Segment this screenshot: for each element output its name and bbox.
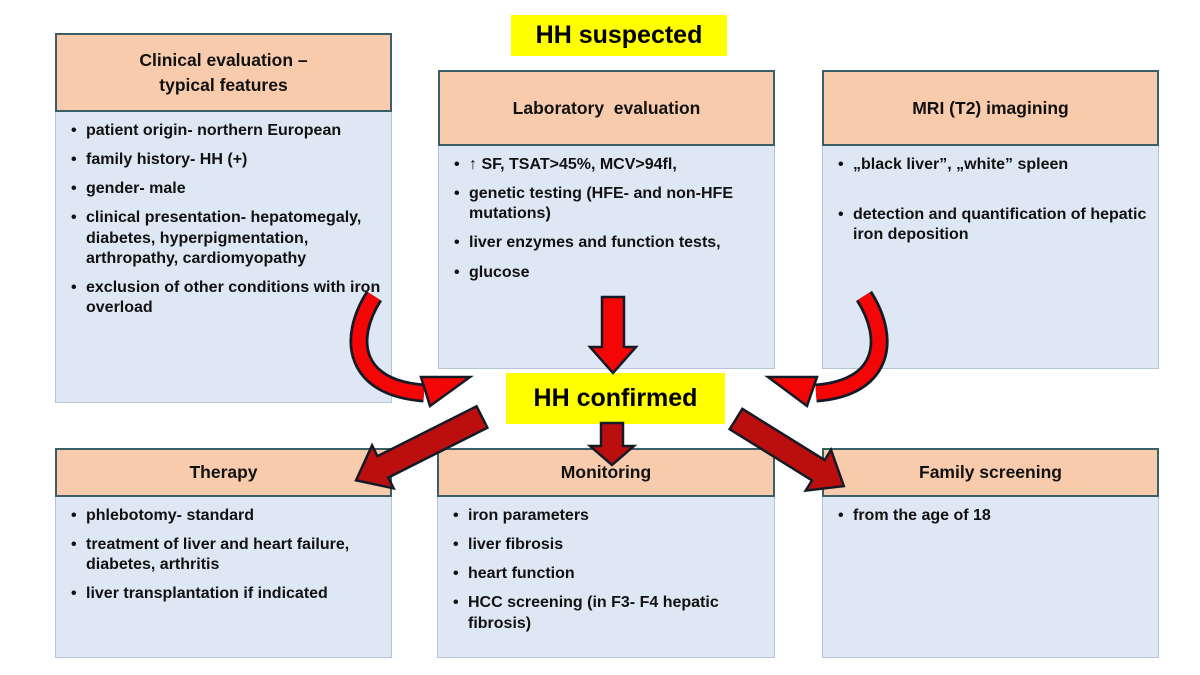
family-screening-header: Family screening bbox=[822, 448, 1159, 497]
list-item: family history- HH (+) bbox=[70, 150, 381, 170]
list-item: gender- male bbox=[70, 179, 381, 199]
list-item: exclusion of other conditions with iron … bbox=[70, 278, 381, 318]
clinical-evaluation-header: Clinical evaluation – typical features bbox=[55, 33, 392, 112]
list-item: detection and quantification of hepatic … bbox=[837, 205, 1148, 245]
clinical-evaluation-list: patient origin- northern European family… bbox=[56, 112, 391, 318]
family-screening-list: from the age of 18 bbox=[823, 497, 1158, 526]
list-item: ↑ SF, TSAT>45%, MCV>94fl, bbox=[453, 155, 764, 175]
list-item: from the age of 18 bbox=[837, 506, 1148, 526]
clinical-evaluation-title-line2: typical features bbox=[159, 74, 288, 95]
list-item: liver enzymes and function tests, bbox=[453, 233, 764, 253]
list-item: HCC screening (in F3- F4 hepatic fibrosi… bbox=[452, 593, 764, 633]
laboratory-evaluation-body: ↑ SF, TSAT>45%, MCV>94fl, genetic testin… bbox=[438, 146, 775, 369]
monitoring-list: iron parameters liver fibrosis heart fun… bbox=[438, 497, 774, 634]
list-item: heart function bbox=[452, 564, 764, 584]
mri-imaging-body: „black liver”, „white” spleen detection … bbox=[822, 146, 1159, 369]
list-item: liver fibrosis bbox=[452, 535, 764, 555]
monitoring-header: Monitoring bbox=[437, 448, 775, 497]
mri-imaging-header: MRI (T2) imagining bbox=[822, 70, 1159, 146]
list-item: „black liver”, „white” spleen bbox=[837, 155, 1148, 175]
mri-imaging-list: „black liver”, „white” spleen detection … bbox=[823, 146, 1158, 245]
family-screening-body: from the age of 18 bbox=[822, 497, 1159, 658]
list-item: genetic testing (HFE- and non-HFE mutati… bbox=[453, 184, 764, 224]
monitoring-title: Monitoring bbox=[560, 462, 652, 483]
therapy-list: phlebotomy- standard treatment of liver … bbox=[56, 497, 391, 605]
therapy-header: Therapy bbox=[55, 448, 392, 497]
list-item: liver transplantation if indicated bbox=[70, 584, 381, 604]
therapy-title: Therapy bbox=[189, 462, 258, 483]
list-item: glucose bbox=[453, 263, 764, 283]
list-item: iron parameters bbox=[452, 506, 764, 526]
family-screening-title: Family screening bbox=[919, 462, 1062, 483]
laboratory-evaluation-list: ↑ SF, TSAT>45%, MCV>94fl, genetic testin… bbox=[439, 146, 774, 283]
list-item: clinical presentation- hepatomegaly, dia… bbox=[70, 208, 381, 268]
laboratory-evaluation-header: Laboratory evaluation bbox=[438, 70, 775, 146]
therapy-body: phlebotomy- standard treatment of liver … bbox=[55, 497, 392, 658]
mri-imaging-title: MRI (T2) imagining bbox=[912, 97, 1069, 118]
hh-suspected-label: HH suspected bbox=[511, 15, 727, 56]
clinical-evaluation-title-line1: Clinical evaluation – bbox=[139, 50, 308, 70]
list-item: patient origin- northern European bbox=[70, 121, 381, 141]
laboratory-evaluation-title: Laboratory evaluation bbox=[512, 97, 701, 118]
hh-confirmed-label: HH confirmed bbox=[506, 373, 725, 424]
list-item: phlebotomy- standard bbox=[70, 506, 381, 526]
list-item: treatment of liver and heart failure, di… bbox=[70, 535, 381, 575]
clinical-evaluation-body: patient origin- northern European family… bbox=[55, 112, 392, 403]
monitoring-body: iron parameters liver fibrosis heart fun… bbox=[437, 497, 775, 658]
